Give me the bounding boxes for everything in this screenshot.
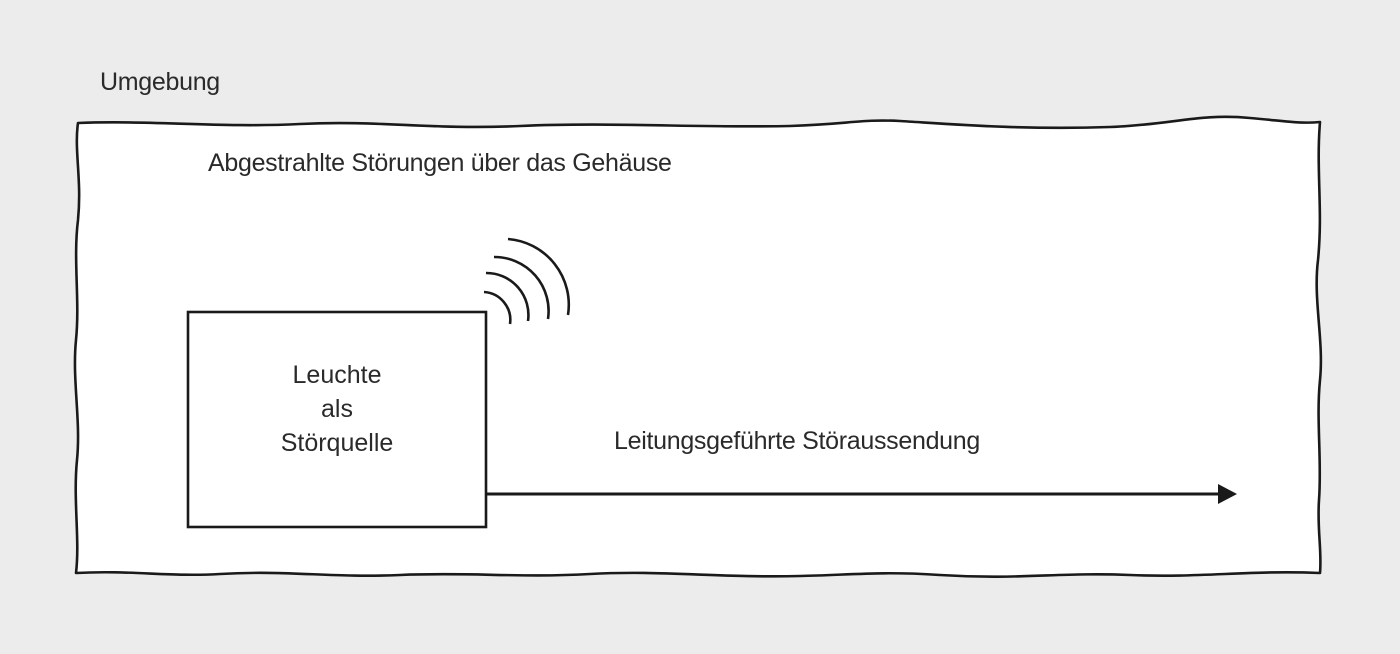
source-label-line: als bbox=[321, 395, 353, 423]
conducted-emission-label: Leitungsgeführte Störaussendung bbox=[614, 427, 980, 455]
environment-panel bbox=[73, 115, 1323, 578]
radiated-emission-label: Abgestrahlte Störungen über das Gehäuse bbox=[208, 149, 672, 177]
source-box bbox=[186, 310, 488, 529]
arrow-right-icon bbox=[486, 484, 1237, 504]
source-label-line: Leuchte bbox=[292, 361, 382, 389]
source-label: Leuchte als Störquelle bbox=[188, 358, 486, 460]
source-label-line: Störquelle bbox=[280, 429, 394, 457]
environment-label: Umgebung bbox=[100, 68, 220, 96]
radio-waves-icon bbox=[483, 237, 571, 325]
